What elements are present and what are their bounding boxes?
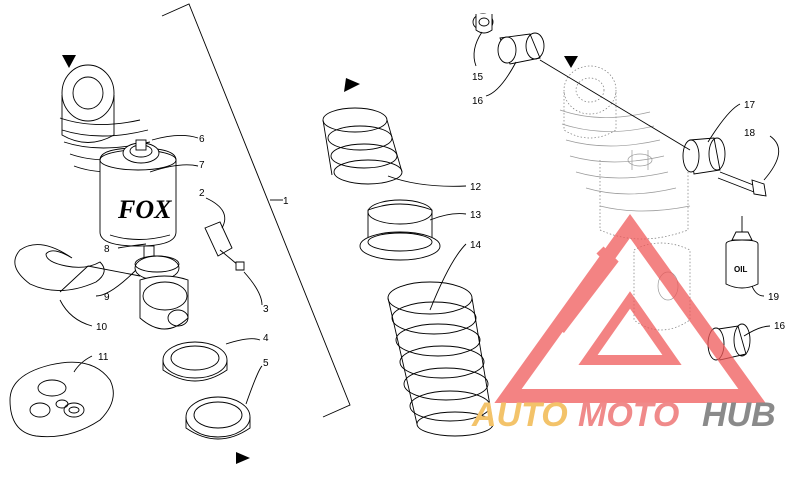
spring-adapter-13 [359, 199, 441, 261]
callout-3: 3 [263, 304, 269, 315]
callout-7: 7 [199, 160, 205, 171]
bolt-18 [717, 171, 767, 197]
oil-bottle: OIL [725, 216, 759, 289]
seal-kit [9, 361, 114, 438]
callout-15: 15 [472, 72, 484, 83]
watermark-logo [494, 213, 766, 403]
callout-19: 19 [768, 292, 780, 303]
callout-17: 17 [744, 100, 756, 111]
fox-logo: FOX [117, 195, 172, 224]
spring-14 [387, 281, 494, 437]
pointer-arrow-icon [564, 56, 578, 68]
callout-4: 4 [263, 333, 269, 344]
pointer-arrow-icon [344, 78, 360, 92]
sleeve-17 [682, 137, 726, 175]
pointer-arrow-icon [62, 55, 76, 68]
spring-retainer [14, 244, 105, 291]
assembly-bracket [161, 3, 351, 418]
callout-11: 11 [98, 352, 109, 363]
oil-bottle-label: OIL [734, 265, 747, 274]
callout-18: 18 [744, 128, 756, 139]
callout-2: 2 [199, 188, 205, 199]
callout-13: 13 [470, 210, 482, 221]
pointer-arrows [62, 55, 578, 464]
lock-ring-5 [185, 396, 251, 440]
callout-1: 1 [283, 196, 289, 207]
leader-lines [59, 31, 779, 405]
callout-6: 6 [199, 134, 205, 145]
watermark-triangle [494, 213, 766, 403]
shock-absorber-left: FOX [59, 64, 245, 330]
spring-12 [322, 107, 403, 185]
callout-5: 5 [263, 358, 269, 369]
callout-8: 8 [104, 244, 110, 255]
pointer-arrow-icon [236, 452, 250, 464]
callout-numbers: 1 2 3 4 5 6 7 8 9 10 11 12 13 14 15 16 1… [96, 72, 786, 369]
watermark-text-auto: AUTO [471, 396, 568, 434]
callout-14: 14 [470, 240, 482, 251]
bushing-15 [472, 13, 494, 34]
callout-16-bottom: 16 [774, 321, 786, 332]
callout-9: 9 [104, 292, 110, 303]
watermark-text-hub: HUB [702, 396, 776, 434]
lock-ring-4 [162, 341, 228, 382]
callout-16-top: 16 [472, 96, 484, 107]
watermark-text-moto: MOTO [578, 396, 679, 434]
callout-12: 12 [470, 182, 482, 193]
sleeve-16-top [497, 32, 545, 65]
callout-10: 10 [96, 322, 108, 333]
